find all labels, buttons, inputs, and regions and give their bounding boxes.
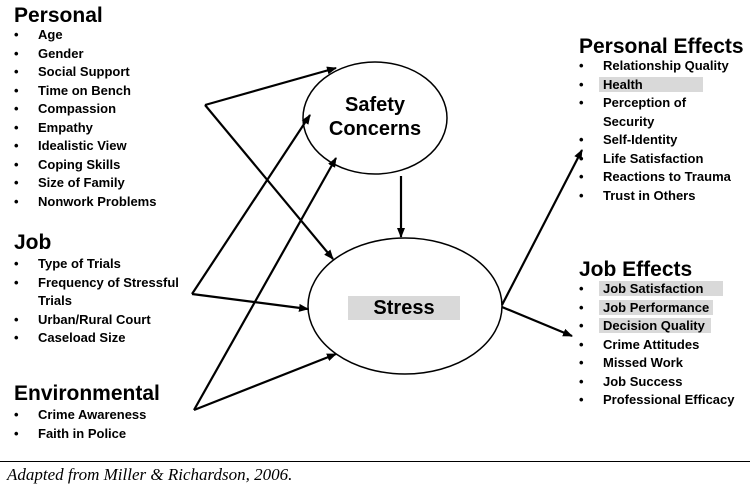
safety-concerns-label: Safety Concerns (328, 94, 422, 140)
arrow-environmental-to-stress (193, 352, 337, 412)
job-effects-list: Job Satisfaction Job Performance Decisio… (579, 280, 735, 410)
list-item: Idealistic View (14, 137, 156, 156)
list-item: Urban/Rural Court (14, 311, 198, 330)
list-item: Coping Skills (14, 156, 156, 175)
list-item: Perception of Security (579, 94, 728, 131)
list-item: Faith in Police (14, 425, 146, 444)
highlighted-item: Health (599, 76, 703, 92)
arrow-job-to-stress (191, 292, 309, 312)
list-item: Gender (14, 45, 156, 64)
list-item: Type of Trials (14, 255, 198, 274)
list-item: Nonwork Problems (14, 193, 156, 212)
list-item: Size of Family (14, 174, 156, 193)
list-item: Trust in Others (579, 187, 731, 206)
list-item: Health (579, 76, 731, 95)
list-item: Self-Identity (579, 131, 731, 150)
personal-effects-title: Personal Effects (579, 35, 744, 58)
arrow-stress-to-personal-effects (501, 149, 583, 306)
environmental-group-title: Environmental (14, 382, 160, 405)
list-item: Professional Efficacy (579, 391, 735, 410)
arrow-stress-to-job-effects (501, 305, 573, 338)
list-item: Job Performance (579, 299, 735, 318)
list-item: Job Success (579, 373, 735, 392)
list-item: Social Support (14, 63, 156, 82)
job-effects-title: Job Effects (579, 258, 693, 281)
list-item: Caseload Size (14, 329, 198, 348)
personal-factor-list: Age Gender Social Support Time on Bench … (14, 26, 156, 211)
personal-group-title: Personal (14, 4, 103, 27)
caption-divider (0, 461, 750, 462)
arrow-environmental-to-safety (193, 157, 337, 411)
list-item: Reactions to Trauma (579, 168, 731, 187)
list-item: Missed Work (579, 354, 735, 373)
list-item: Frequency of Stressful Trials (14, 274, 198, 311)
list-item: Job Satisfaction (579, 280, 735, 299)
highlighted-item: Job Satisfaction (599, 281, 724, 296)
stress-label: Stress (348, 296, 460, 320)
list-item: Compassion (14, 100, 156, 119)
list-item: Crime Attitudes (579, 336, 735, 355)
list-item: Empathy (14, 119, 156, 138)
arrow-personal-to-safety (204, 66, 337, 107)
arrow-job-to-safety (191, 114, 311, 295)
arrow-personal-to-stress (204, 104, 334, 260)
source-caption: Adapted from Miller & Richardson, 2006. (7, 465, 293, 484)
job-factor-list: Type of Trials Frequency of Stressful Tr… (14, 255, 198, 348)
highlighted-item: Decision Quality (599, 318, 711, 333)
list-item: Life Satisfaction (579, 150, 731, 169)
job-group-title: Job (14, 231, 52, 254)
list-item: Crime Awareness (14, 406, 146, 425)
list-item: Relationship Quality (579, 57, 731, 76)
environmental-factor-list: Crime Awareness Faith in Police (14, 406, 146, 443)
list-item: Decision Quality (579, 317, 735, 336)
highlighted-item: Job Performance (599, 299, 714, 315)
personal-effects-list: Relationship Quality Health Perception o… (579, 57, 731, 205)
list-item: Age (14, 26, 156, 45)
list-item: Time on Bench (14, 82, 156, 101)
